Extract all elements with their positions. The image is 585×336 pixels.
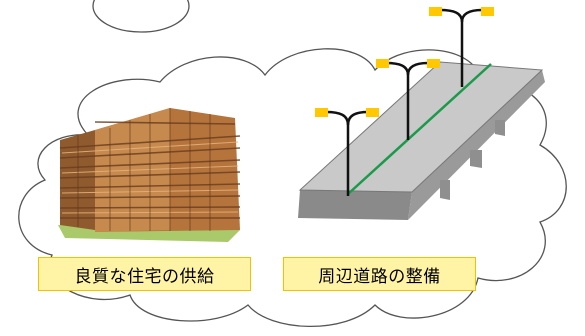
road-improvement-label: 周辺道路の整備 <box>283 257 476 291</box>
wooden-building-icon <box>58 108 241 242</box>
housing-supply-label: 良質な住宅の供給 <box>38 257 251 291</box>
street-lamp-icon <box>315 108 379 196</box>
street-lamp-icon <box>429 7 494 87</box>
elevated-road-icon <box>298 61 545 220</box>
small-thought-bubble-icon <box>92 0 190 33</box>
street-lamp-icon <box>376 59 440 140</box>
